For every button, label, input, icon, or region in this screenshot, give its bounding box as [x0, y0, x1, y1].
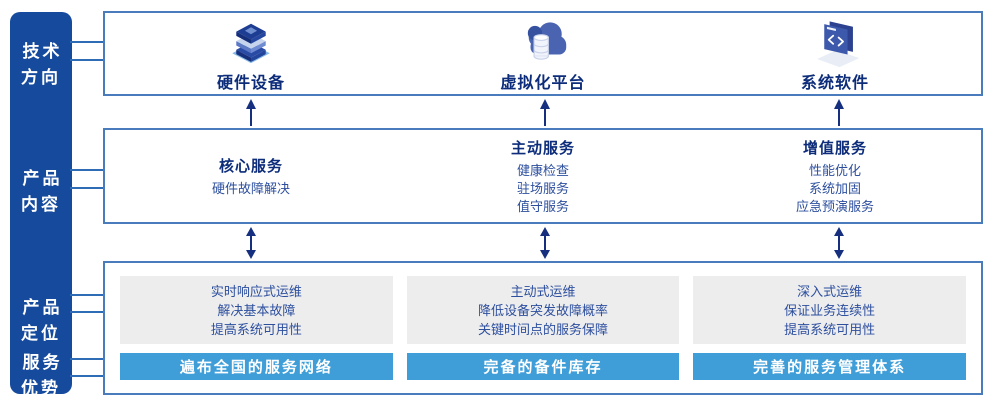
service-advantage-bar: 遍布全国的服务网络 [120, 353, 393, 380]
service-advantage-bar: 完备的备件库存 [406, 353, 680, 380]
tech-item-system-software: 系统软件 [689, 13, 981, 94]
connector-line [70, 294, 105, 296]
positioning-column-realtime: 实时响应式运维 解决基本故障 提高系统可用性 遍布全国的服务网络 [120, 276, 393, 380]
service-column-value-added: 增值服务 性能优化 系统加固 应急预演服务 [689, 130, 981, 222]
service-title: 增值服务 [802, 139, 867, 157]
connector-line [70, 169, 105, 171]
service-column-core: 核心服务 硬件故障解决 [105, 130, 397, 222]
up-arrow-icon [243, 99, 259, 127]
connector-line [70, 358, 105, 360]
service-item: 驻场服务 [516, 180, 569, 196]
connector-line [70, 311, 105, 313]
service-title: 主动服务 [510, 139, 575, 157]
service-item: 硬件故障解决 [211, 180, 290, 196]
tech-item-label: 系统软件 [800, 75, 869, 92]
server-stack-icon [225, 16, 277, 68]
tech-item-label: 虚拟化平台 [500, 75, 586, 92]
tech-item-virtualization: 虚拟化平台 [397, 13, 689, 94]
sidebar-label-product-positioning: 产品 定位 [21, 298, 63, 344]
sidebar-label-tech-direction: 技术 方向 [21, 42, 63, 88]
service-item: 系统加固 [808, 180, 861, 196]
connector-line [70, 187, 105, 189]
tech-item-hardware: 硬件设备 [105, 13, 397, 94]
positioning-column-indepth: 深入式运维 保证业务连续性 提高系统可用性 完善的服务管理体系 [693, 276, 967, 380]
up-arrow-icon [537, 99, 553, 127]
double-arrow-icon [243, 227, 259, 259]
positioning-column-proactive: 主动式运维 降低设备突发故障概率 关键时间点的服务保障 完备的备件库存 [406, 276, 680, 380]
service-item: 健康检查 [516, 162, 569, 178]
service-column-active: 主动服务 健康检查 驻场服务 值守服务 [397, 130, 689, 222]
service-item: 值守服务 [516, 198, 569, 214]
connector-line [70, 59, 105, 61]
service-advantage-bar: 完善的服务管理体系 [693, 353, 967, 380]
service-item: 性能优化 [808, 162, 861, 178]
service-title: 核心服务 [218, 157, 283, 175]
tech-item-label: 硬件设备 [216, 75, 285, 92]
tech-direction-box: 硬件设备 [103, 11, 983, 96]
double-arrow-icon [537, 227, 553, 259]
double-arrow-icon [831, 227, 847, 259]
positioning-advantage-box: 实时响应式运维 解决基本故障 提高系统可用性 遍布全国的服务网络 主动式运维 降… [103, 261, 983, 395]
sidebar-label-service-advantage: 服务 优势 [21, 353, 63, 399]
code-window-icon [808, 16, 862, 68]
connector-line [70, 41, 105, 43]
product-positioning-text: 实时响应式运维 解决基本故障 提高系统可用性 [120, 276, 393, 344]
product-content-box: 核心服务 硬件故障解决 主动服务 健康检查 驻场服务 值守服务 增值服务 性能优… [103, 128, 983, 224]
up-arrow-icon [831, 99, 847, 127]
product-positioning-text: 主动式运维 降低设备突发故障概率 关键时间点的服务保障 [406, 276, 680, 344]
category-sidebar: 技术 方向 产品 内容 产品 定位 服务 优势 [10, 12, 72, 398]
cloud-database-icon [516, 16, 570, 68]
connector-line [70, 375, 105, 377]
service-item: 应急预演服务 [795, 198, 874, 214]
sidebar-label-product-content: 产品 内容 [21, 169, 63, 215]
product-positioning-text: 深入式运维 保证业务连续性 提高系统可用性 [693, 276, 967, 344]
